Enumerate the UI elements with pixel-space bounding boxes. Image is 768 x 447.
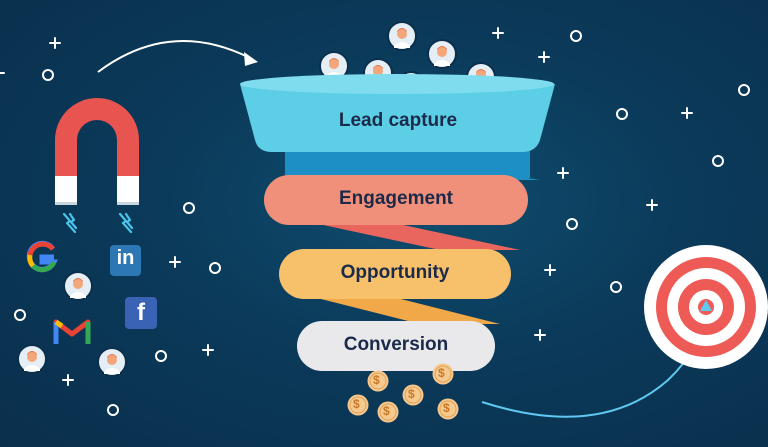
coin-dollar: $ (383, 404, 390, 418)
stage-label-conversion: Conversion (343, 334, 449, 355)
funnel-stage-engagement (264, 175, 528, 225)
google-logo (26, 240, 58, 273)
avatar (427, 39, 457, 69)
coin-dollar: $ (443, 401, 450, 415)
avatar (387, 21, 417, 51)
arrow-to-funnel (97, 39, 258, 73)
lead-avatars-left (17, 271, 127, 377)
coin-dollar: $ (353, 397, 360, 411)
magnet-icon (55, 98, 139, 205)
stage-label-opportunity: Opportunity (340, 262, 450, 283)
coin-dollar: $ (438, 366, 445, 380)
avatar (63, 271, 93, 301)
target-icon (644, 245, 768, 369)
stage-label-engagement: Engagement (338, 188, 454, 209)
coin-dollar: $ (408, 387, 415, 401)
avatar (17, 344, 47, 374)
linkedin-logo-text: in (116, 247, 135, 269)
facebook-logo (125, 297, 157, 329)
funnel-stage-conversion (297, 321, 495, 371)
coin-dollar: $ (373, 373, 380, 387)
sparkles (0, 27, 750, 416)
gmail-logo (53, 319, 91, 344)
linkedin-logo (110, 245, 141, 276)
avatar (97, 347, 127, 377)
lightning-icons (62, 212, 134, 234)
stage-label-lead-capture: Lead capture (338, 110, 458, 131)
funnel-ribbons (280, 150, 540, 324)
funnel-stage-lead-capture (240, 74, 555, 152)
funnel-stage-opportunity (279, 249, 511, 299)
facebook-logo-text: f (137, 299, 145, 326)
